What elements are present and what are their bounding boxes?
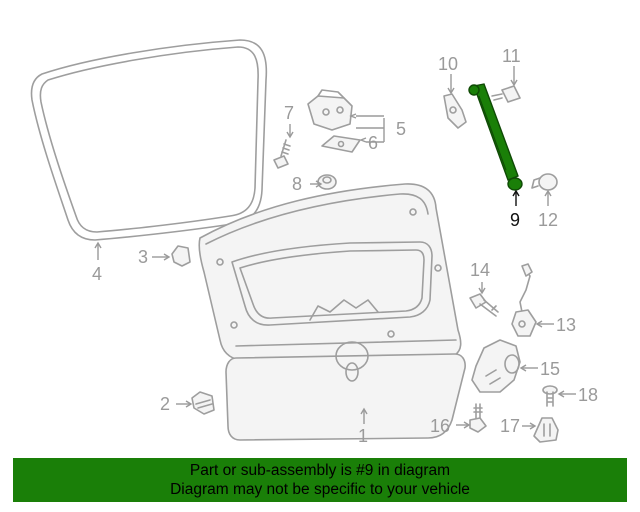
strut-bracket-upper: [443, 93, 467, 129]
strut-bolt-upper: [491, 85, 521, 103]
liftgate: [198, 183, 466, 441]
parts-diagram: 1 2 3 4 5 6 7 8 9 10 11 12 13 14 15 16 1…: [30, 39, 598, 446]
part-notice-banner: Part or sub-assembly is #9 in diagram Di…: [13, 458, 627, 502]
callout-6: 6: [368, 133, 378, 153]
callout-18: 18: [578, 385, 598, 405]
latch-sensor: [511, 263, 537, 337]
callout-15: 15: [540, 359, 560, 379]
bumper-stop-upper: [171, 245, 191, 267]
callout-4: 4: [92, 264, 102, 284]
callout-2: 2: [160, 394, 170, 414]
hinge-assembly: [307, 89, 353, 131]
callout-5: 5: [396, 119, 406, 139]
callout-7: 7: [284, 103, 294, 123]
lift-support-strut: [468, 83, 523, 191]
banner-line-1: Part or sub-assembly is #9 in diagram: [189, 462, 451, 479]
leader-lines: [94, 66, 576, 430]
callout-11: 11: [502, 46, 521, 66]
callout-10: 10: [438, 54, 458, 74]
latch-mount-bolt: [469, 403, 487, 433]
liftgate-latch: [471, 339, 521, 393]
callout-16: 16: [430, 416, 450, 436]
striker-screw: [542, 385, 558, 407]
hinge-pad: [321, 135, 361, 153]
callout-17: 17: [500, 416, 520, 436]
latch-bolt: [469, 293, 499, 317]
bumper-stop-lower: [191, 391, 215, 415]
weatherstrip-seal: [30, 39, 268, 241]
callout-12: 12: [538, 210, 558, 230]
callout-9: 9: [510, 210, 520, 230]
banner-line-2: Diagram may not be specific to your vehi…: [170, 481, 470, 498]
callout-3: 3: [138, 247, 148, 267]
plug: [317, 174, 337, 190]
callout-1: 1: [358, 426, 368, 446]
striker: [533, 417, 559, 443]
hinge-bolt: [273, 139, 291, 169]
callout-8: 8: [292, 174, 302, 194]
callout-14: 14: [470, 260, 490, 280]
callout-13: 13: [556, 315, 576, 335]
ball-stud: [531, 173, 558, 191]
